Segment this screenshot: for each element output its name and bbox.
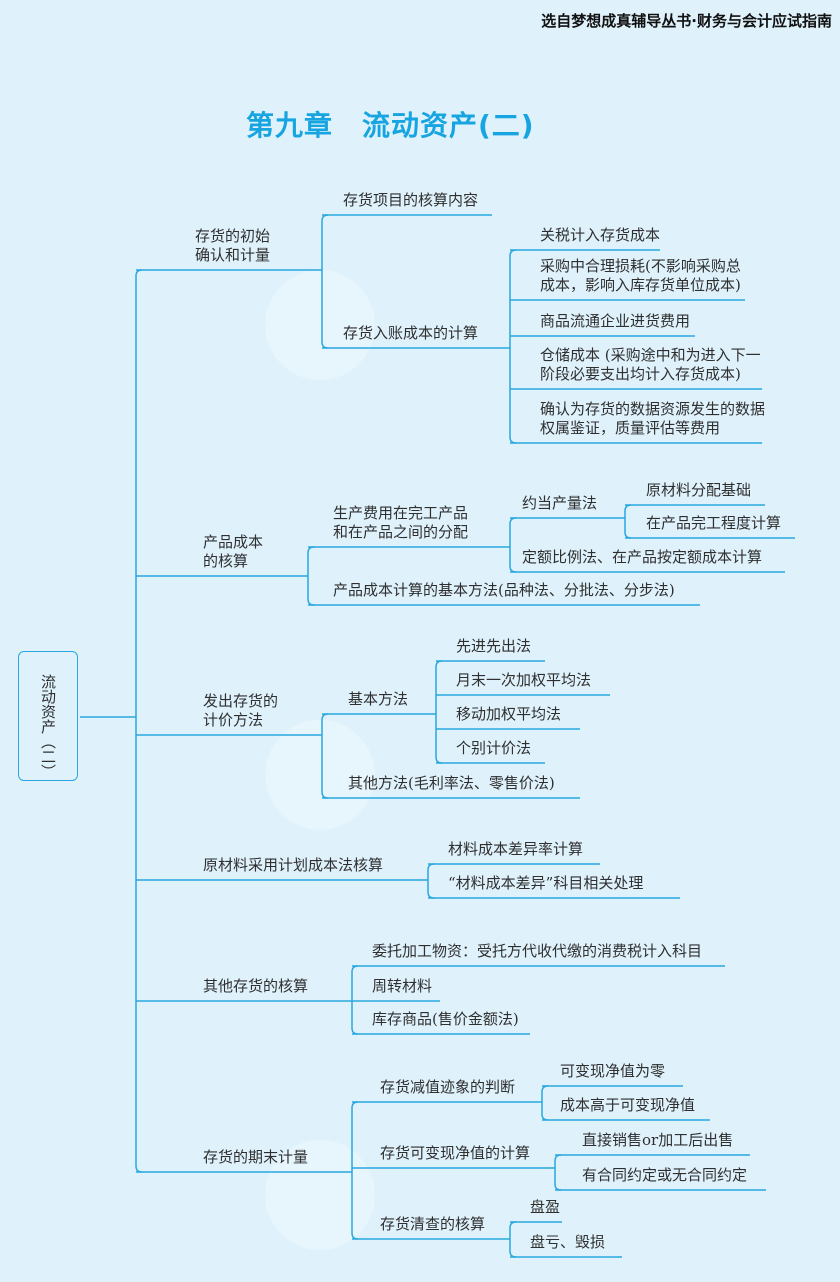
node-label-level-2: 存货减值迹象的判断 xyxy=(380,1078,516,1096)
node-label-level-4: 原材料分配基础 xyxy=(646,481,752,499)
node-label-level-2: 存货入账成本的计算 xyxy=(343,324,479,342)
watermark-logo xyxy=(265,720,375,830)
node-label-level-2: 存货项目的核算内容 xyxy=(343,191,479,209)
node-label-level-2: 库存商品(售价金额法) xyxy=(372,1010,519,1028)
node-label-level-2: 基本方法 xyxy=(348,690,409,708)
node-label-level-3: 移动加权平均法 xyxy=(456,705,562,723)
node-label-level-1: 原材料采用计划成本法核算 xyxy=(203,856,384,874)
node-label-level-2: 其他方法(毛利率法、零售价法) xyxy=(348,774,555,792)
node-label-level-3: 月末一次加权平均法 xyxy=(456,671,592,689)
bracket-connector xyxy=(541,1085,549,1121)
node-label-level-2: 产品成本计算的基本方法(品种法、分批法、分步法) xyxy=(333,581,675,599)
node-label-level-3: 有合同约定或无合同约定 xyxy=(582,1166,748,1184)
bracket-connector xyxy=(624,504,632,539)
node-label-level-3: 约当产量法 xyxy=(522,494,598,512)
bracket-connector xyxy=(321,214,329,349)
node-label-level-3: 盘亏、毁损 xyxy=(530,1233,606,1251)
bracket-connector xyxy=(509,1221,517,1258)
node-label-level-2: 材料成本差异率计算 xyxy=(448,840,584,858)
bracket-connector xyxy=(351,1101,359,1240)
node-label-level-3: 个别计价法 xyxy=(456,739,532,757)
watermark-logo xyxy=(265,1140,375,1250)
node-label-level-2: 周转材料 xyxy=(372,977,433,995)
node-label-level-3: 先进先出法 xyxy=(456,637,532,655)
bracket-connector xyxy=(321,713,329,799)
bracket-connector xyxy=(307,546,315,606)
book-series-header: 选自梦想成真辅导丛书·财务与会计应试指南 xyxy=(541,12,832,30)
node-label-level-1: 其他存货的核算 xyxy=(203,977,309,995)
node-label-level-3: 采购中合理损耗(不影响采购总 成本，影响入库存货单位成本) xyxy=(540,257,741,294)
node-label-level-2: 存货清查的核算 xyxy=(380,1215,486,1233)
node-label-level-1: 存货的初始 确认和计量 xyxy=(195,227,271,264)
bracket-connector xyxy=(351,965,359,1035)
node-label-level-2: “材料成本差异”科目相关处理 xyxy=(448,874,644,892)
node-label-level-4: 在产品完工程度计算 xyxy=(646,514,782,532)
node-label-level-3: 商品流通企业进货费用 xyxy=(540,312,691,330)
node-label-level-2: 委托加工物资：受托方代收代缴的消费税计入科目 xyxy=(372,942,703,960)
node-label-level-3: 可变现净值为零 xyxy=(560,1062,666,1080)
bracket-connector xyxy=(427,863,435,899)
bracket-connector xyxy=(509,249,517,444)
node-label-level-2: 存货可变现净值的计算 xyxy=(380,1144,531,1162)
bracket-connector xyxy=(509,517,517,573)
node-label-level-2: 生产费用在完工产品 和在产品之间的分配 xyxy=(333,504,469,541)
chapter-title: 第九章 流动资产(二) xyxy=(246,109,535,142)
node-label-level-3: 直接销售or加工后出售 xyxy=(582,1131,734,1149)
watermark-logo xyxy=(265,270,375,380)
node-label-level-3: 确认为存货的数据资源发生的数据 权属鉴证，质量评估等费用 xyxy=(540,400,766,437)
node-label-level-1: 产品成本 的核算 xyxy=(203,533,264,570)
node-label-level-3: 成本高于可变现净值 xyxy=(560,1096,696,1114)
root-node: 流动资产（二） xyxy=(18,651,78,781)
node-label-level-3: 仓储成本 (采购途中和为进入下一 阶段必要支出均计入存货成本) xyxy=(540,346,761,383)
bracket-connector xyxy=(435,660,443,764)
bracket-connector xyxy=(554,1154,562,1191)
root-label: 流动资产（二） xyxy=(39,674,57,779)
node-label-level-3: 关税计入存货成本 xyxy=(540,226,661,244)
node-label-level-3: 盘盈 xyxy=(530,1198,561,1216)
node-label-level-1: 发出存货的 计价方法 xyxy=(203,692,279,729)
node-label-level-3: 定额比例法、在产品按定额成本计算 xyxy=(522,548,763,566)
bracket-connector xyxy=(135,269,143,1173)
node-label-level-1: 存货的期末计量 xyxy=(203,1148,309,1166)
